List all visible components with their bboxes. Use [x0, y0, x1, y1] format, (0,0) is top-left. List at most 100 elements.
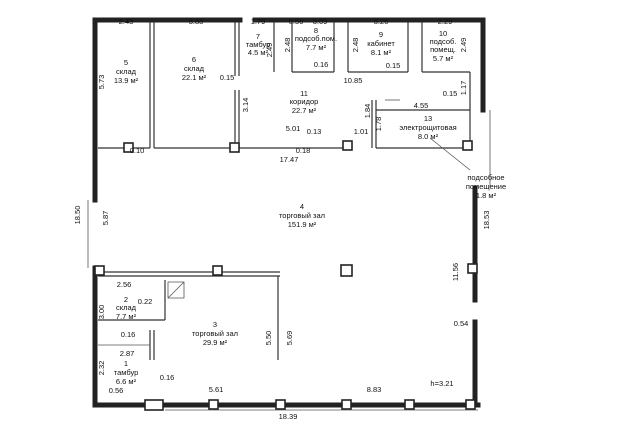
- room5-num: 5: [124, 58, 128, 67]
- dim-label: 5.87: [101, 211, 110, 226]
- room10-num: 10: [439, 29, 447, 38]
- dim-label: 0.15: [386, 61, 401, 70]
- columns: [94, 140, 478, 411]
- room13-name: электрощитовая: [399, 123, 456, 132]
- dim-label: 5.69: [285, 331, 294, 346]
- dimension-labels: 2.43 3.88 1.79 0.56 3.09 3.26 2.29 5.73 …: [73, 17, 491, 421]
- room8-area: 7.7 м²: [306, 43, 327, 52]
- room2-area: 7.7 м²: [116, 312, 137, 321]
- dim-label: 3.26: [374, 17, 389, 26]
- room4-name: торговый зал: [279, 211, 325, 220]
- dim-label: 0.18: [296, 146, 311, 155]
- room12-area: 1.8 м²: [476, 191, 497, 200]
- dim-label: 0.16: [160, 373, 175, 382]
- room8-name: подсоб.пом.: [295, 34, 337, 43]
- dim-label: 1.78: [374, 117, 383, 132]
- dim-label: 2.48: [283, 38, 292, 53]
- room9-area: 8.1 м²: [371, 48, 392, 57]
- room7-area: 4.5 м²: [248, 48, 269, 57]
- dim-label: 18.50: [73, 206, 82, 225]
- room6-name: склад: [184, 64, 205, 73]
- height-note: h=3.21: [430, 379, 453, 388]
- dim-label: 2.49: [459, 38, 468, 53]
- column: [229, 142, 240, 153]
- column: [465, 399, 476, 410]
- dim-label: 5.50: [264, 331, 273, 346]
- stair-diag: [167, 281, 185, 299]
- dim-label: 0.56: [109, 386, 124, 395]
- dim-label: 1.79: [251, 17, 266, 26]
- room9-name: кабинет: [367, 39, 395, 48]
- column: [340, 264, 353, 277]
- column: [275, 399, 286, 410]
- room13-area: 8.0 м²: [418, 132, 439, 141]
- dim-label: 11.56: [451, 263, 460, 281]
- interior-walls: [98, 22, 471, 171]
- dim-label: 0.13: [307, 127, 322, 136]
- dim-label: 18.39: [279, 412, 298, 421]
- column: [462, 140, 473, 151]
- stair-box: [167, 281, 185, 299]
- dim-label: 10.85: [344, 76, 363, 85]
- dim-label: 18.53: [482, 211, 491, 230]
- dim-label: 0.16: [121, 330, 136, 339]
- dim-label: 1.01: [354, 127, 369, 136]
- column: [123, 142, 134, 153]
- room3-num: 3: [213, 320, 217, 329]
- room7-num: 7: [256, 32, 260, 41]
- room1-area: 6.6 м²: [116, 377, 137, 386]
- dim-label: 3.88: [189, 17, 204, 26]
- room11-name: коридор: [290, 97, 319, 106]
- column: [208, 399, 219, 410]
- dim-label: 2.49: [265, 43, 274, 58]
- dim-label: 3.09: [313, 17, 328, 26]
- dim-label: 5.73: [97, 75, 106, 90]
- dim-label: 0.56: [289, 17, 304, 26]
- column: [94, 265, 105, 276]
- dim-label: 2.32: [97, 361, 106, 376]
- room6-area: 22.1 м²: [182, 73, 207, 82]
- room13-num: 13: [424, 114, 432, 123]
- dim-label: 5.01: [286, 124, 301, 133]
- dim-label: 17.47: [280, 155, 299, 164]
- column: [467, 263, 478, 274]
- room10-area: 5.7 м²: [433, 54, 454, 63]
- column: [404, 399, 415, 410]
- room4-num: 4: [300, 202, 304, 211]
- column: [341, 399, 352, 410]
- room12-name: подсобное: [467, 173, 504, 182]
- room1-num: 1: [124, 359, 128, 368]
- dim-label: 2.43: [119, 17, 134, 26]
- room11-num: 11: [300, 89, 308, 98]
- room5-area: 13.9 м²: [114, 76, 139, 85]
- dim-label: 4.55: [414, 101, 429, 110]
- dim-label: 0.15: [220, 73, 235, 82]
- dim-label: 3.14: [241, 98, 250, 113]
- dim-label: 0.15: [443, 89, 458, 98]
- outer-walls: [87, 17, 491, 411]
- dim-label: 2.87: [120, 349, 135, 358]
- room2-name: склад: [116, 303, 137, 312]
- dim-label: 5.61: [209, 385, 224, 394]
- room3-name: торговый зал: [192, 329, 238, 338]
- leader-subsidiary: [429, 137, 471, 171]
- room3-area: 29.9 м²: [203, 338, 228, 347]
- dim-label: 1.84: [363, 104, 372, 119]
- dim-label: 0.54: [454, 319, 469, 328]
- dim-label: 2.29: [438, 17, 453, 26]
- room10-name: подсоб.: [430, 37, 457, 46]
- room8-num: 8: [314, 26, 318, 35]
- room4-area: 151.9 м²: [288, 220, 317, 229]
- dim-label: 2.56: [117, 280, 132, 289]
- column: [212, 265, 223, 276]
- room11-area: 22.7 м²: [292, 106, 317, 115]
- room10-name2: помещ.: [430, 45, 456, 54]
- dim-label: 8.83: [367, 385, 382, 394]
- column: [342, 140, 353, 151]
- room5-name: склад: [116, 67, 137, 76]
- dim-label: 2.48: [351, 38, 360, 53]
- room1-name: тамбур: [114, 368, 139, 377]
- dim-label: 1.17: [459, 81, 468, 96]
- room12-name2: помещение: [466, 182, 506, 191]
